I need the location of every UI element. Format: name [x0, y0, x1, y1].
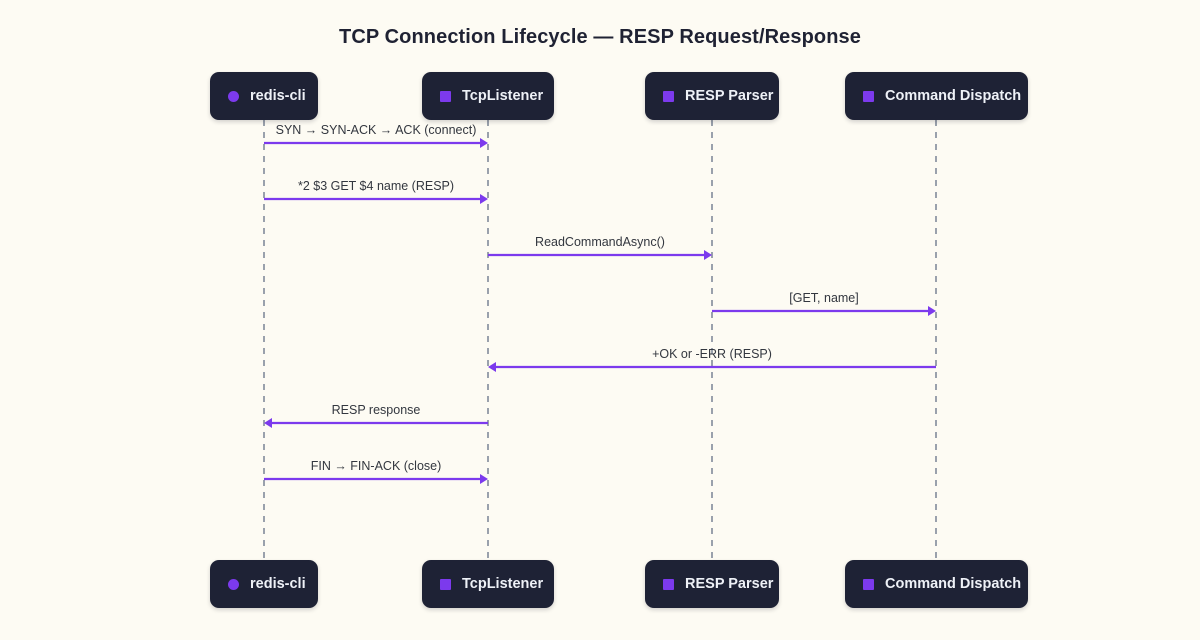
message-arrowhead-7	[480, 474, 488, 484]
participant-label: Command Dispatch	[885, 576, 1022, 592]
message-label-1: SYN → SYN-ACK → ACK (connect)	[275, 123, 477, 137]
circle-icon	[228, 578, 239, 590]
participant-redis-cli-bottom[interactable]: redis-cli	[210, 560, 318, 608]
page-title: TCP Connection Lifecycle — RESP Request/…	[339, 26, 861, 48]
participant-label: TcpListener	[462, 88, 544, 104]
participant-command-dispatch-top[interactable]: Command Dispatch	[845, 72, 1028, 120]
message-label-4: [GET, name]	[789, 291, 859, 305]
participant-tcplistener-bottom[interactable]: TcpListener	[422, 560, 554, 608]
message-arrowhead-2	[480, 194, 488, 204]
message-arrowhead-1	[480, 138, 488, 148]
message-label-2: *2 $3 GET $4 name (RESP)	[297, 179, 455, 193]
participant-label: RESP Parser	[685, 88, 774, 104]
square-icon	[663, 90, 674, 102]
participant-command-dispatch-bottom[interactable]: Command Dispatch	[845, 560, 1028, 608]
message-arrowhead-3	[704, 250, 712, 260]
message-arrowhead-5	[488, 362, 496, 372]
message-label-3: ReadCommandAsync()	[535, 235, 665, 249]
circle-icon	[228, 90, 239, 102]
message-arrowhead-4	[928, 306, 936, 316]
message-arrowhead-6	[264, 418, 272, 428]
square-icon	[440, 90, 451, 102]
participant-label: TcpListener	[462, 576, 544, 592]
message-label-6: RESP response	[331, 403, 421, 417]
message-label-7: FIN → FIN-ACK (close)	[310, 459, 442, 473]
participant-resp-parser-top[interactable]: RESP Parser	[645, 72, 779, 120]
participant-label: RESP Parser	[685, 576, 774, 592]
message-label-5: +OK or -ERR (RESP)	[652, 347, 772, 361]
square-icon	[663, 578, 674, 590]
participant-resp-parser-bottom[interactable]: RESP Parser	[645, 560, 779, 608]
square-icon	[863, 90, 874, 102]
square-icon	[440, 578, 451, 590]
participant-label: Command Dispatch	[885, 88, 1022, 104]
participant-label: redis-cli	[250, 88, 306, 104]
participant-tcplistener-top[interactable]: TcpListener	[422, 72, 554, 120]
participant-label: redis-cli	[250, 576, 306, 592]
square-icon	[863, 578, 874, 590]
participant-redis-cli-top[interactable]: redis-cli	[210, 72, 318, 120]
